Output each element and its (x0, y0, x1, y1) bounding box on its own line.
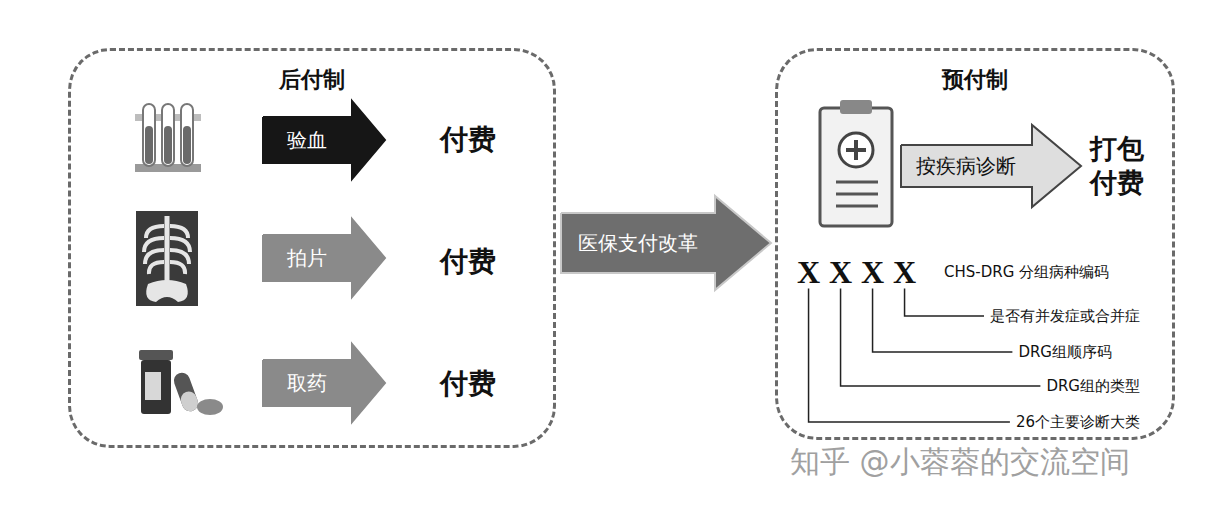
arrow-label: 验血 (262, 117, 352, 163)
arrow-outline (263, 219, 385, 297)
medical-cross (846, 140, 866, 160)
code-letter: X (797, 254, 820, 291)
medicine-icon (139, 350, 223, 415)
code-note: CHS-DRG 分组病种编码 (944, 263, 1109, 282)
code-note: DRG组的类型 (1046, 377, 1140, 396)
bottle-cap (139, 350, 173, 360)
xray-film (136, 211, 198, 306)
leader-line (809, 289, 1010, 423)
clipboard-icon (820, 100, 892, 226)
arrow-box: 拍片 (262, 218, 386, 298)
block-arrow-connector (561, 196, 771, 290)
text-label: 付费 (440, 243, 496, 281)
form-lines (836, 182, 878, 206)
code-letter: X (861, 254, 884, 291)
code-letter: X (829, 254, 852, 291)
capsule-half (178, 389, 200, 413)
connector-label: 医保支付改革 (578, 230, 698, 257)
blood-sample (145, 126, 153, 164)
ribs (144, 226, 190, 274)
watermark: 知乎 @小蓉蓉的交流空间 (790, 442, 1130, 483)
blood-sample (183, 126, 191, 164)
capsule (172, 370, 201, 413)
leader-line (905, 289, 984, 317)
code-note: DRG组顺序码 (1018, 343, 1112, 362)
arrow-label: 取药 (262, 360, 352, 406)
arrow-outline (263, 344, 385, 422)
leader-line (841, 289, 1041, 387)
test-tube (143, 104, 155, 166)
arrow-label: 按疾病诊断 (900, 145, 1032, 187)
test-tube (162, 104, 174, 166)
arrow-box: 取药 (262, 343, 386, 423)
text-label: 打包 付费 (1090, 132, 1152, 200)
clipboard (820, 108, 892, 226)
text-label: 付费 (440, 121, 496, 159)
test-tube (181, 104, 193, 166)
test-tube-icon (135, 104, 201, 172)
pelvis (146, 280, 188, 302)
arrow-outline (901, 125, 1081, 207)
blood-sample (164, 126, 172, 164)
arrow-label: 拍片 (262, 235, 352, 281)
arrow-outline (263, 101, 385, 179)
tablet (197, 399, 223, 415)
panel-title: 预付制 (778, 65, 1172, 95)
cross-circle (839, 133, 873, 167)
bottle (141, 360, 171, 414)
bottle-label (145, 372, 161, 400)
arrow-box: 按疾病诊断 (900, 124, 1082, 208)
text-label: 付费 (440, 365, 496, 403)
xray-icon (136, 211, 198, 306)
code-note: 26个主要诊断大类 (1016, 413, 1140, 432)
panel-title: 后付制 (71, 65, 553, 95)
clip (840, 100, 872, 114)
arrow-box: 验血 (262, 100, 386, 180)
code-note: 是否有并发症或合并症 (990, 307, 1140, 326)
spine (165, 216, 170, 284)
code-letter: X (893, 254, 916, 291)
